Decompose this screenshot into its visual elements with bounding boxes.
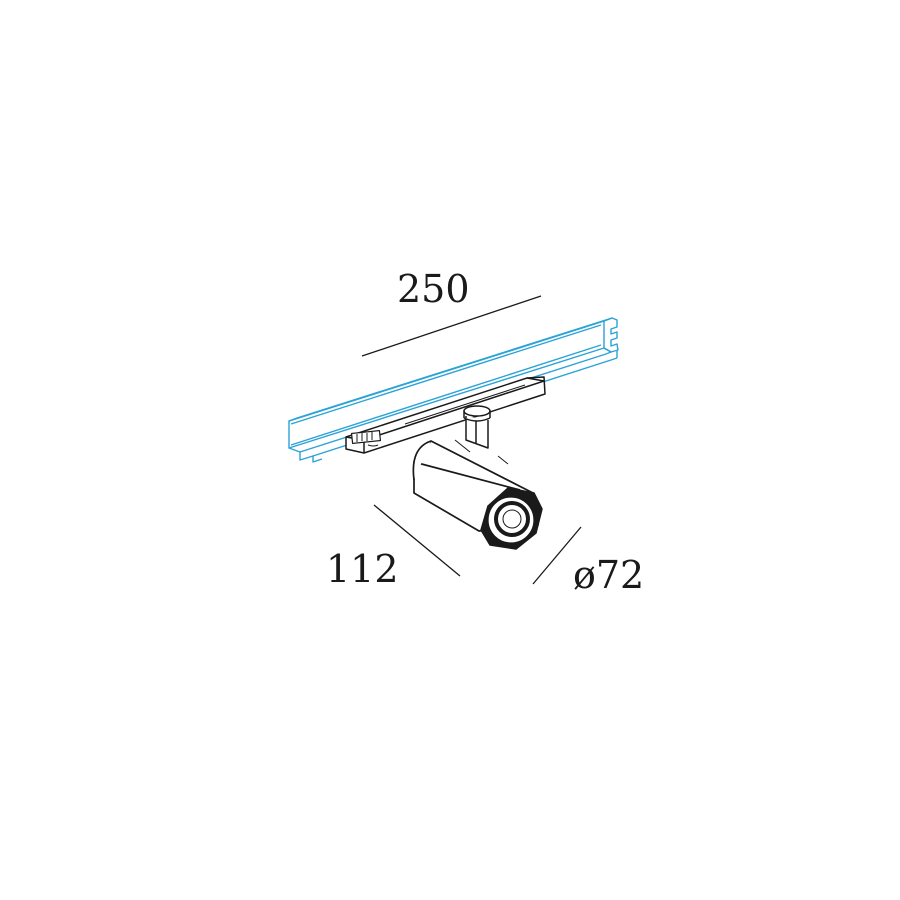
diameter-dimension-label: ø72: [573, 553, 645, 597]
length-dimension-label: 250: [397, 267, 470, 311]
stem: [463, 405, 491, 449]
track-rail: [288, 317, 619, 463]
depth-dimension-line: [373, 504, 461, 577]
depth-dimension-label: 112: [326, 547, 399, 591]
lens: [480, 487, 543, 550]
diameter-dimension-line: [532, 526, 582, 585]
track-adapter: [345, 376, 546, 454]
length-dimension-line: [361, 295, 542, 357]
